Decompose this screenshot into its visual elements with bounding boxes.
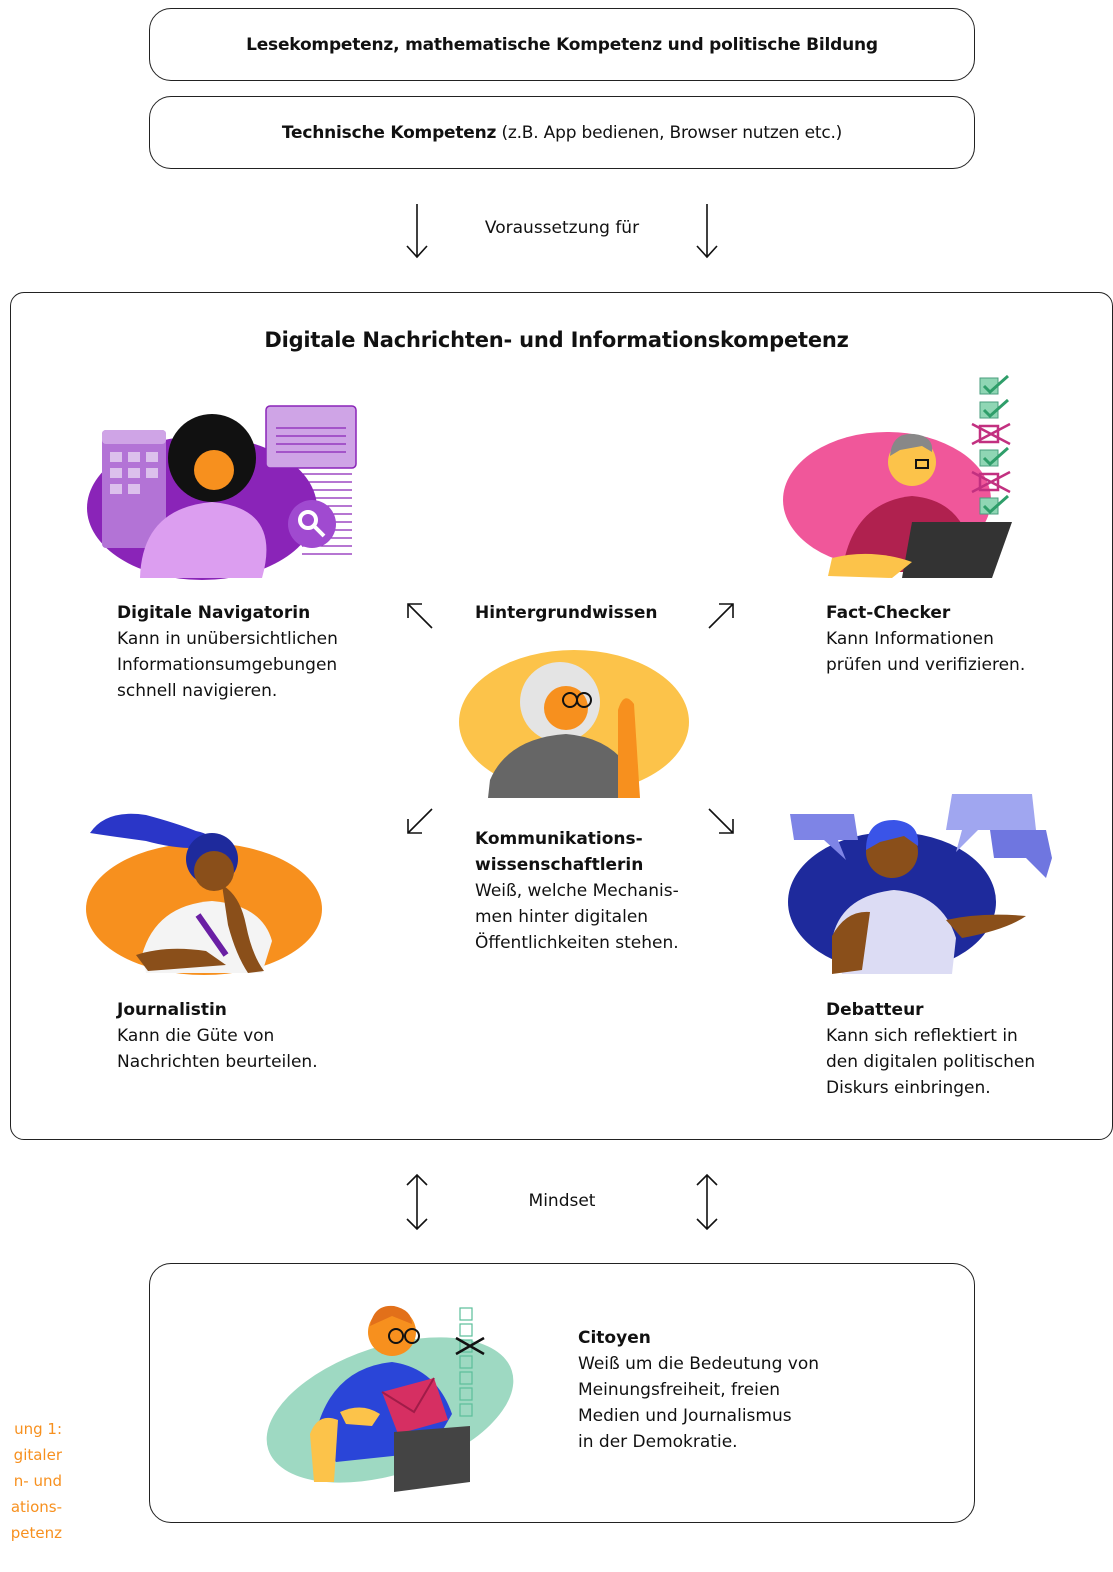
role-factchecker: Fact-Checker Kann Informationen prüfen u… — [826, 600, 1025, 678]
role-center-title: Hintergrundwissen — [475, 600, 658, 626]
arrow-down-right-icon — [696, 204, 718, 259]
role-factchecker-name: Fact-Checker — [826, 603, 951, 623]
main-title: Digitale Nachrichten- und Informationsko… — [264, 328, 849, 352]
prerequisite-box-literacy: Lesekompetenz, mathematische Kompetenz u… — [149, 8, 975, 81]
debatteur-illustration — [788, 794, 1052, 974]
role-journalistin-name: Journalistin — [117, 1000, 227, 1020]
role-debatteur-name: Debatteur — [826, 1000, 924, 1020]
technical-rest: (z.B. App bedienen, Browser nutzen etc.) — [496, 122, 843, 143]
navigatorin-illustration — [87, 405, 357, 580]
role-factchecker-desc: Kann Informationen prüfen und verifizier… — [826, 629, 1026, 675]
factchecker-illustration — [783, 374, 1012, 578]
role-debatteur-desc: Kann sich reflektiert in den digitalen p… — [826, 1026, 1036, 1098]
figure-caption: ung 1: gitaler n- und ations- petenz — [0, 1390, 62, 1572]
role-kommunikation-desc: Weiß, welche Mechanis- men hinter digita… — [475, 881, 679, 953]
role-navigatorin: Digitale Navigatorin Kann in unübersicht… — [117, 600, 338, 704]
arrow-updown-left-icon — [406, 1173, 428, 1231]
mindset-label: Mindset — [528, 1191, 596, 1211]
role-navigatorin-desc: Kann in unübersichtlichen Informationsum… — [117, 629, 338, 701]
role-navigatorin-name: Digitale Navigatorin — [117, 603, 311, 623]
role-journalistin-desc: Kann die Güte von Nachrichten beurteilen… — [117, 1026, 318, 1072]
arrow-up-right-icon — [708, 603, 734, 629]
prerequisite-label: Voraussetzung für — [484, 218, 640, 238]
technical-bold: Technische Kompetenz — [281, 122, 497, 143]
role-citoyen-desc: Weiß um die Bedeutung von Meinungsfreihe… — [578, 1354, 820, 1452]
citoyen-illustration — [266, 1305, 514, 1492]
role-citoyen: Citoyen Weiß um die Bedeutung von Meinun… — [578, 1325, 819, 1455]
technical-text: Technische Kompetenz (z.B. App bedienen,… — [282, 123, 842, 143]
journalistin-illustration — [86, 813, 322, 975]
role-kommunikation: Kommunikations- wissenschaftlerin Weiß, … — [475, 826, 679, 956]
role-center-name: Hintergrundwissen — [475, 603, 658, 623]
role-debatteur: Debatteur Kann sich reflektiert in den d… — [826, 997, 1035, 1101]
arrow-down-left-diag-icon — [407, 808, 433, 834]
role-kommunikation-name: Kommunikations- wissenschaftlerin — [475, 829, 644, 875]
role-journalistin: Journalistin Kann die Güte von Nachricht… — [117, 997, 318, 1075]
literacy-text: Lesekompetenz, mathematische Kompetenz u… — [246, 34, 878, 55]
arrow-down-right-diag-icon — [708, 808, 734, 834]
kommunikation-illustration — [459, 650, 689, 798]
figure-caption-text: ung 1: gitaler n- und ations- petenz — [10, 1420, 62, 1542]
arrow-up-left-icon — [407, 603, 433, 629]
prerequisite-box-technical: Technische Kompetenz (z.B. App bedienen,… — [149, 96, 975, 169]
arrow-down-left-icon — [406, 204, 428, 259]
role-citoyen-name: Citoyen — [578, 1328, 651, 1348]
arrow-updown-right-icon — [696, 1173, 718, 1231]
